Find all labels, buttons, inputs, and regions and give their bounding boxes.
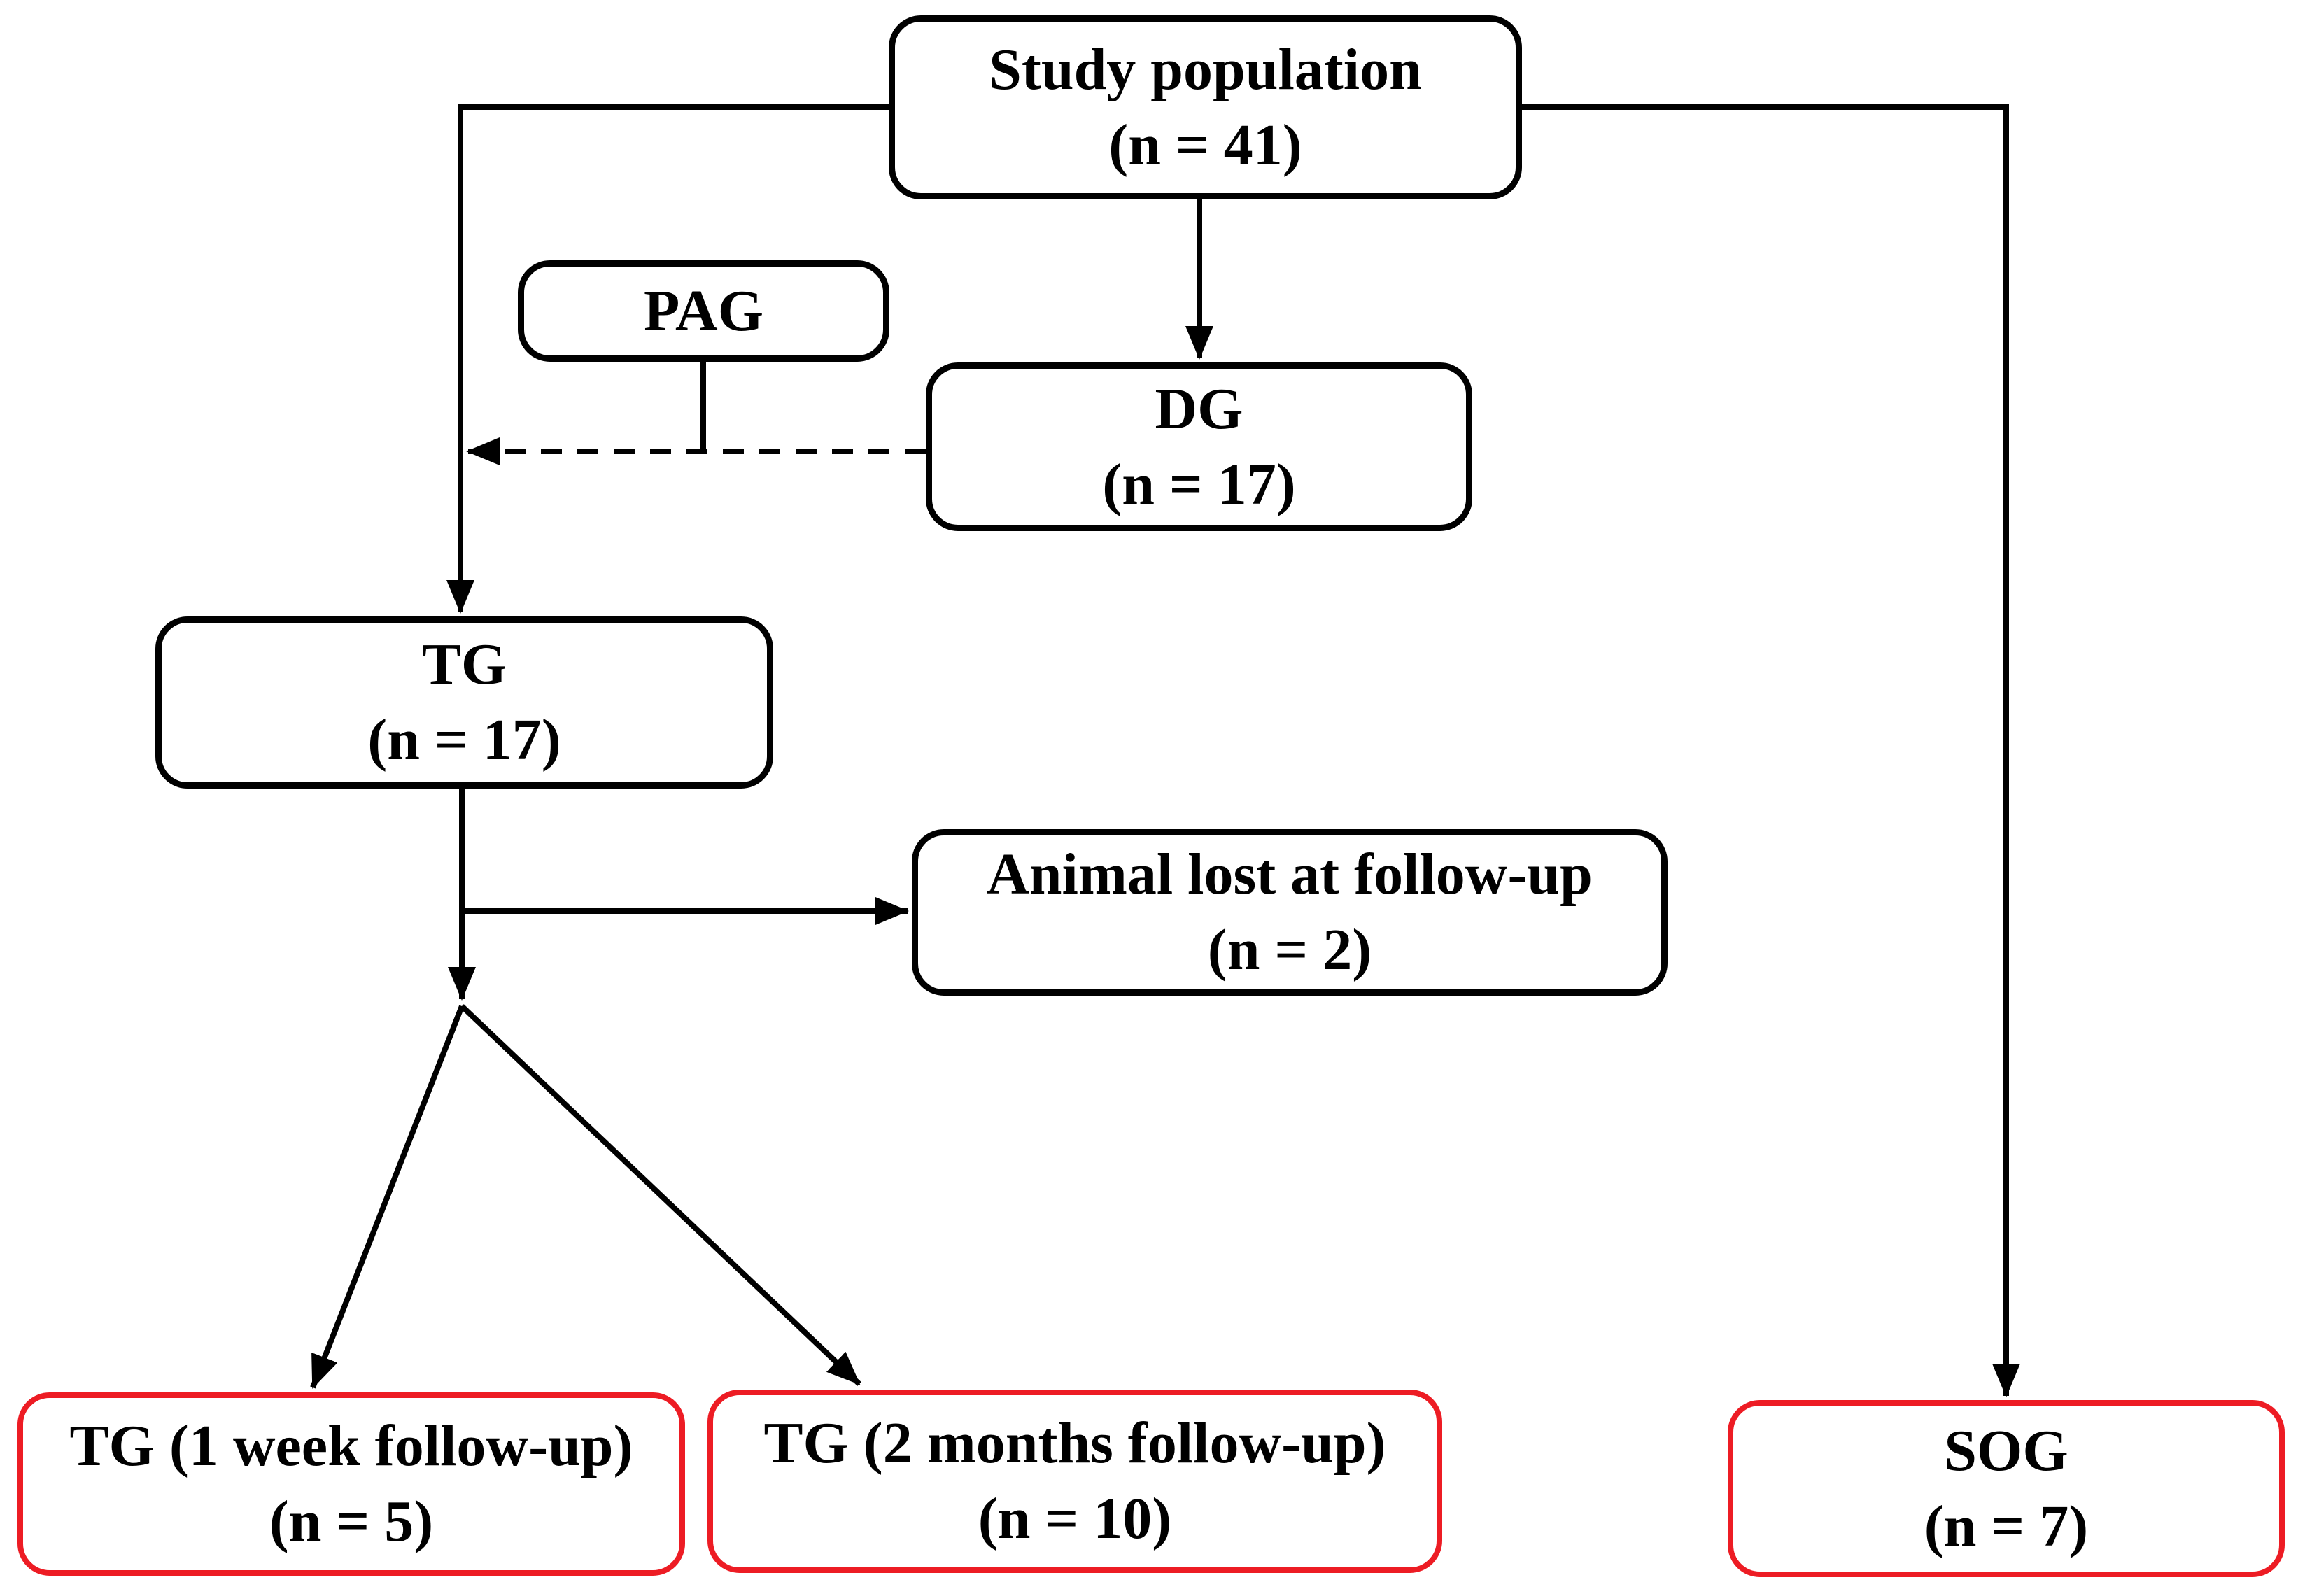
- node-count: (n = 17): [367, 707, 561, 772]
- node-animal-lost: Animal lost at follow-up (n = 2): [912, 829, 1668, 996]
- node-tg: TG (n = 17): [155, 616, 773, 789]
- node-label: PAG: [643, 278, 764, 344]
- node-count: (n = 2): [1207, 917, 1372, 982]
- node-label: DG: [1155, 376, 1243, 442]
- arrow-split-to-tg-1-week: [310, 1005, 465, 1389]
- node-label: Study population: [989, 36, 1422, 102]
- node-label: TG: [421, 632, 507, 698]
- node-label: Animal lost at follow-up: [987, 842, 1593, 908]
- node-pag: PAG: [518, 260, 889, 362]
- node-count: (n = 5): [269, 1489, 434, 1554]
- node-tg-2-months: TG (2 months follow-up) (n = 10): [707, 1390, 1442, 1573]
- node-label: SOG: [1944, 1418, 2068, 1483]
- node-count: (n = 41): [1108, 112, 1302, 178]
- node-tg-1-week: TG (1 week follow-up) (n = 5): [17, 1392, 685, 1576]
- node-sog: SOG (n = 7): [1728, 1400, 2285, 1577]
- arrow-study-to-sog: [1522, 104, 2020, 1397]
- node-label: TG (2 months follow-up): [763, 1411, 1386, 1476]
- arrow-split-to-tg-2-months: [460, 1004, 861, 1386]
- node-count: (n = 7): [1924, 1493, 2089, 1559]
- node-study-population: Study population (n = 41): [889, 15, 1522, 199]
- node-label: TG (1 week follow-up): [69, 1413, 633, 1479]
- arrow-study-to-tg: [446, 104, 889, 614]
- node-count: (n = 17): [1102, 451, 1296, 517]
- node-dg: DG (n = 17): [926, 362, 1472, 531]
- node-count: (n = 10): [978, 1486, 1172, 1551]
